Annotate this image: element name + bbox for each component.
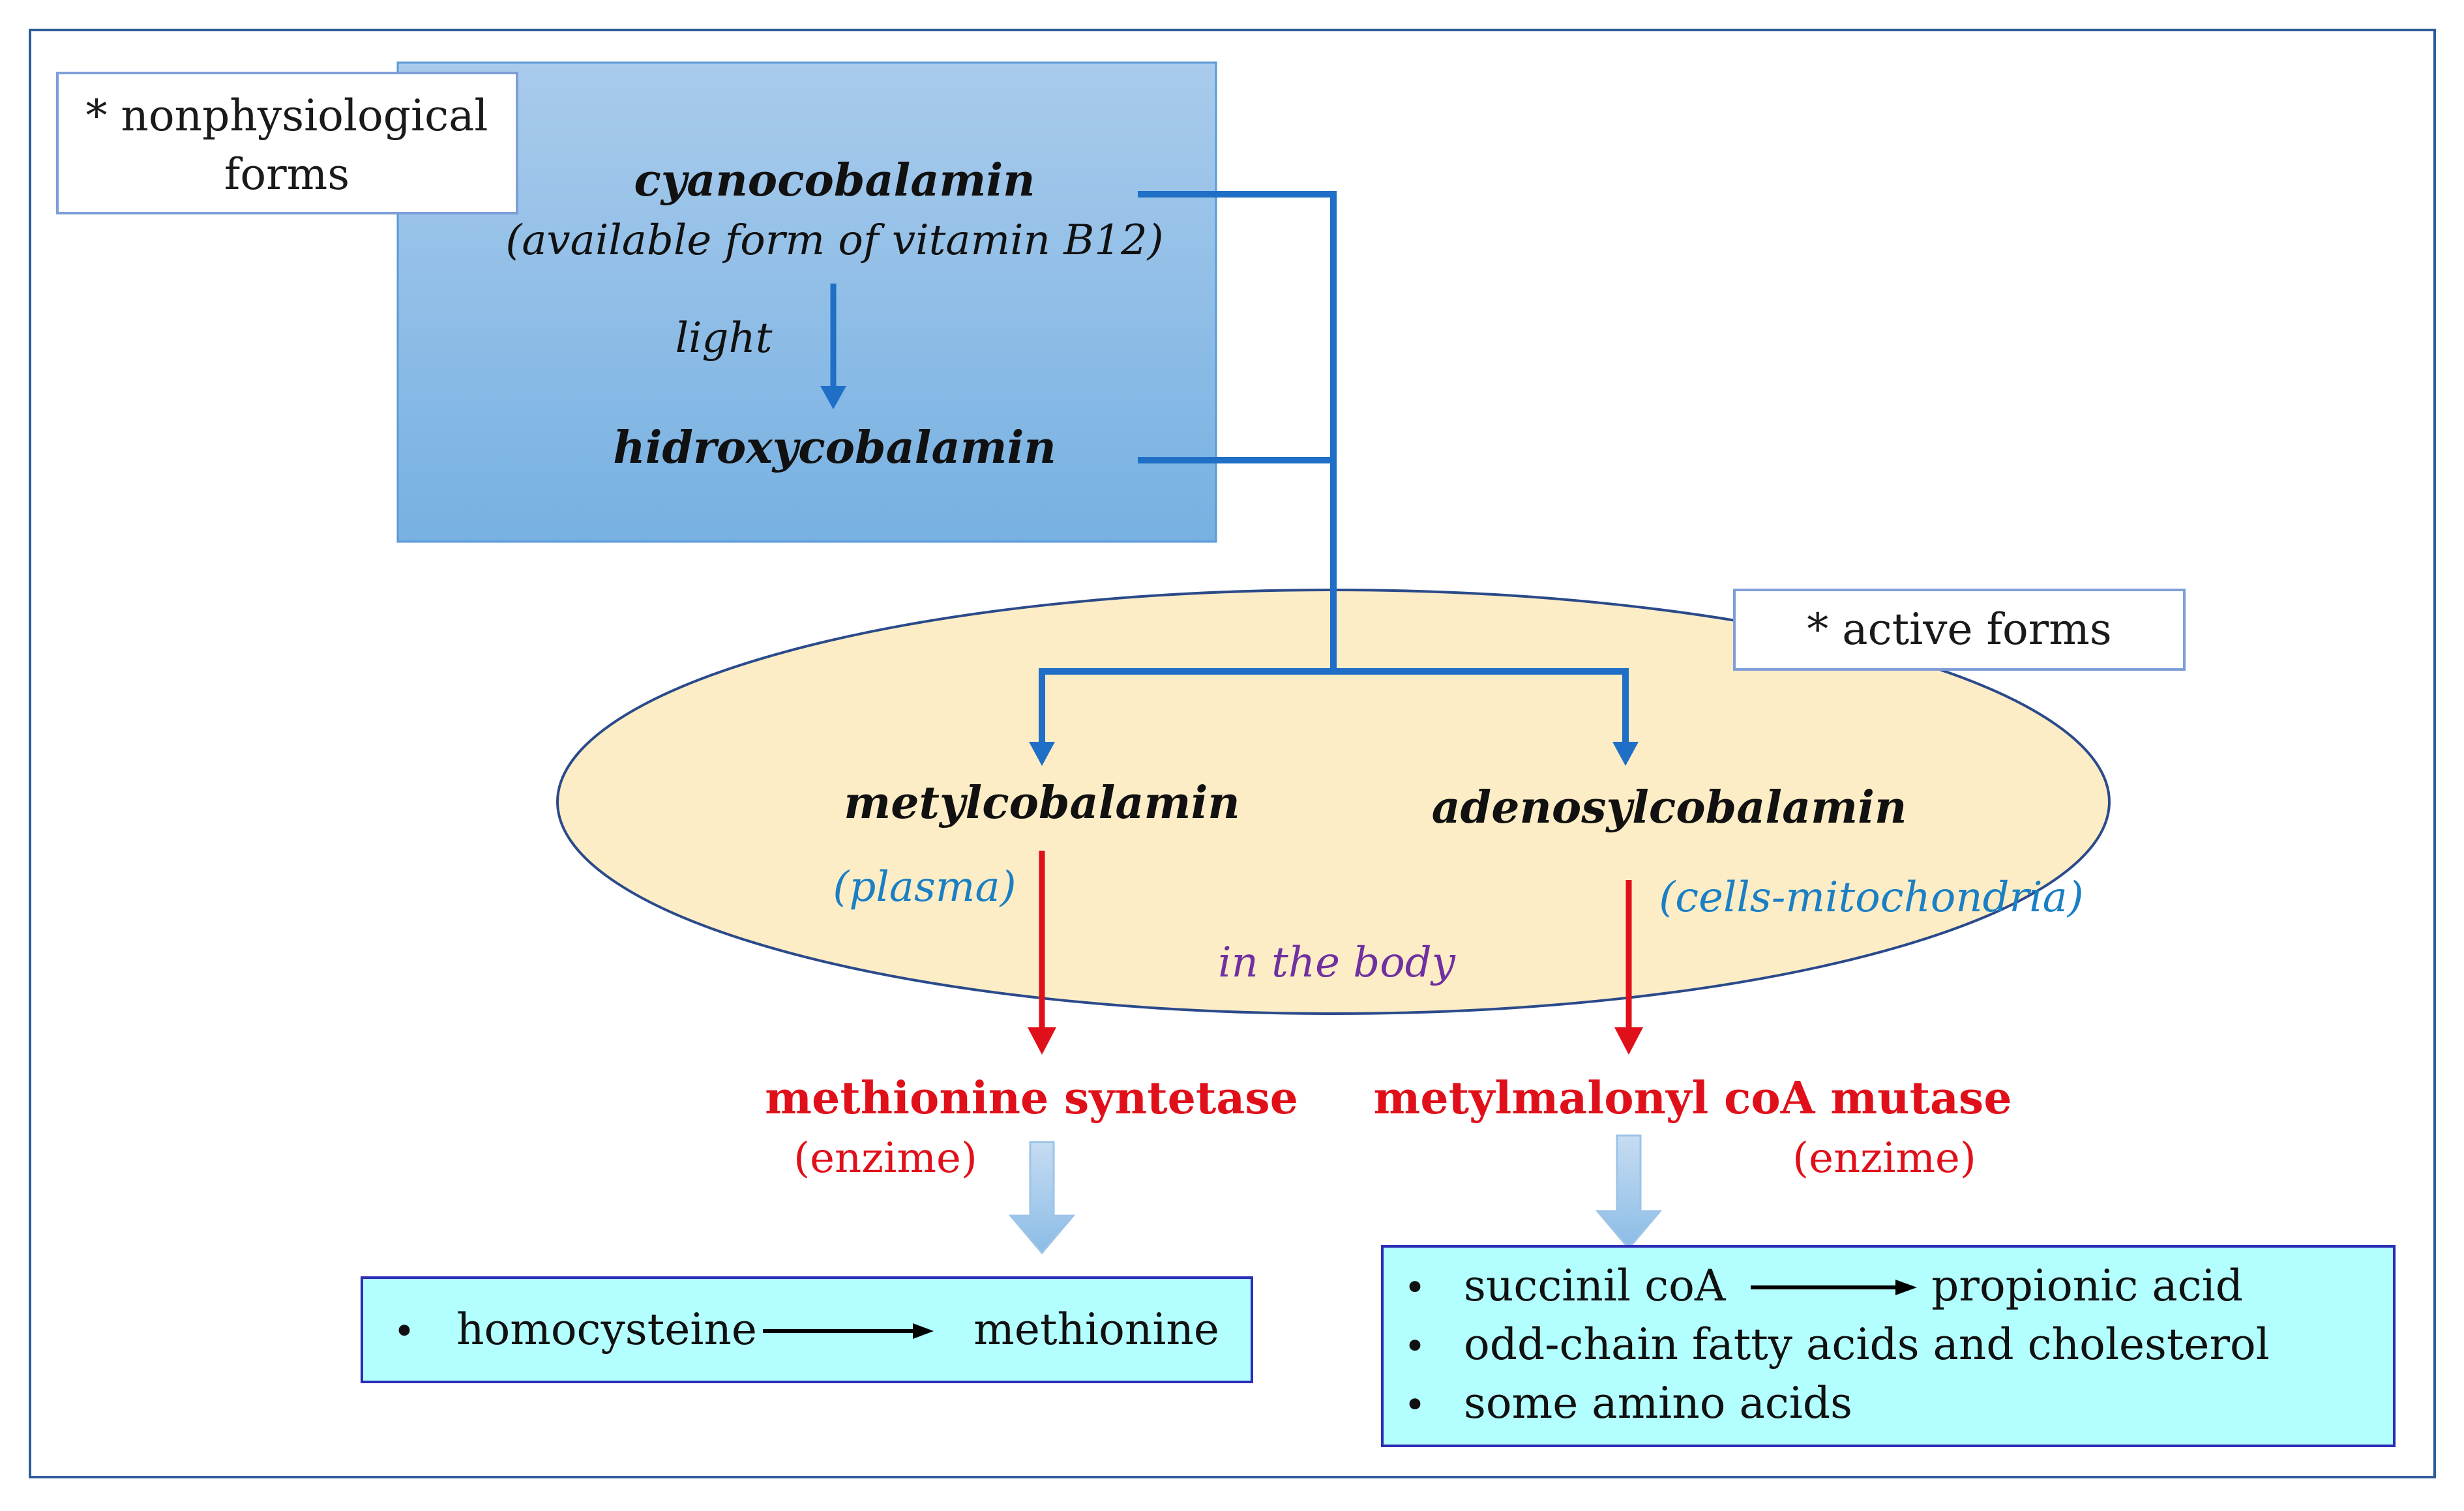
metylcobalamin-label: metylcobalamin: [844, 777, 1239, 829]
red-arrow-left-head: [1028, 1027, 1056, 1055]
connector-cyanocobalamin: [1138, 191, 1337, 671]
metylmalonyl-coa-mutase-label: metylmalonyl coA mutase: [1373, 1072, 2011, 1124]
arrow-to-adenosylcobalamin: [1612, 742, 1639, 766]
cyanocobalamin-note: (available form of vitamin B12): [505, 216, 1163, 265]
right-result-bullet-3: •: [1404, 1383, 1426, 1427]
succinil-arrow-head: [1895, 1280, 1917, 1295]
hidroxycobalamin-label: hidroxycobalamin: [613, 422, 1056, 474]
right-result-bullet-1: •: [1404, 1265, 1426, 1310]
methionine-label: methionine: [973, 1304, 1219, 1355]
right-result-arrow: [1595, 1134, 1663, 1250]
cobalamin-connectors: [1039, 191, 1629, 756]
plasma-label: (plasma): [833, 863, 1016, 911]
active-forms-label-box: [1733, 589, 2186, 671]
cells-mitochondria-label: (cells-mitochondria): [1659, 873, 2083, 922]
nonphysiological-label-line2: forms: [224, 149, 349, 199]
succinil-coa-label: succinil coA: [1464, 1261, 1727, 1311]
red-arrow-right-head: [1614, 1027, 1643, 1055]
nonphysiological-label-box: [56, 72, 518, 214]
light-label: light: [675, 314, 773, 362]
propionic-acid-label: propionic acid: [1931, 1261, 2243, 1311]
right-enzime-label: (enzime): [1792, 1134, 1976, 1182]
nonphysiological-label: * nonphysiological: [85, 91, 488, 141]
left-result-bullet: •: [393, 1309, 415, 1353]
homocysteine-arrow-head: [913, 1323, 934, 1339]
in-the-body-label: in the body: [1218, 939, 1456, 987]
homocysteine-label: homocysteine: [456, 1304, 757, 1355]
cyanocobalamin-label: cyanocobalamin: [634, 154, 1035, 207]
some-amino-acids-label: some amino acids: [1464, 1378, 1852, 1428]
active-forms-label: * active forms: [1807, 604, 2111, 654]
adenosylcobalamin-label: adenosylcobalamin: [1432, 782, 1907, 834]
right-result-box: [1381, 1245, 2396, 1447]
light-arrow-head: [820, 386, 846, 409]
nonphysiological-forms-box: [396, 61, 1217, 543]
left-enzime-label: (enzime): [794, 1134, 977, 1182]
right-result-bullet-2: •: [1404, 1324, 1426, 1368]
odd-chain-fatty-acids-label: odd-chain fatty acids and cholesterol: [1464, 1319, 2270, 1370]
arrow-to-metylcobalamin: [1029, 742, 1055, 766]
methionine-syntetase-label: methionine syntetase: [765, 1072, 1298, 1124]
connector-active-split: [1039, 668, 1629, 756]
left-result-arrow: [1008, 1141, 1076, 1255]
